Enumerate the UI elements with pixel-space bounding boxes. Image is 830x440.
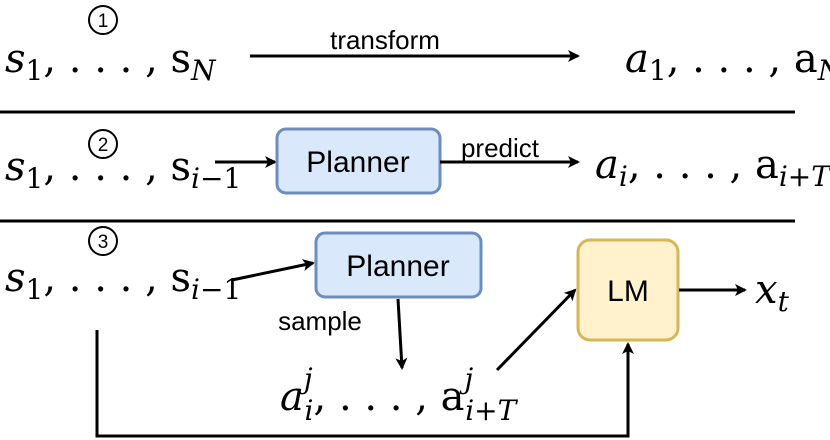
step-2-circle: [88, 129, 118, 159]
sample-label: sample: [278, 306, 362, 336]
transform-label: transform: [330, 25, 440, 55]
planner-node-3: [314, 231, 483, 299]
step-2-number: 2: [98, 135, 109, 156]
section-1-input-seq: s1, . . . , sN: [5, 36, 217, 87]
lm-output-xt: xt: [755, 267, 790, 318]
section-3-input-seq: s1, . . . , si−1: [5, 255, 241, 306]
lm-node: [576, 238, 680, 342]
lm-node-label: LM: [607, 275, 649, 308]
sample-arrow: [395, 298, 408, 370]
step-1-circle: [88, 5, 118, 35]
planner-node-2-label: Planner: [306, 146, 409, 179]
to-lm-arrow: [495, 288, 577, 372]
skip-connection-arrow: [95, 330, 634, 438]
section-1-output-seq: a1, . . . , aN: [625, 36, 830, 87]
predict-label: predict: [461, 133, 540, 163]
section-2-output-seq: ai, . . . , ai+T: [595, 142, 830, 193]
planner-node-3-label: Planner: [346, 250, 449, 283]
section-2-input-seq: s1, . . . , si−1: [5, 144, 241, 195]
step-3-circle: [88, 226, 118, 256]
to-planner-arrow-3: [231, 259, 315, 282]
step-1-number: 1: [98, 11, 109, 32]
step-3-number: 3: [98, 232, 109, 253]
